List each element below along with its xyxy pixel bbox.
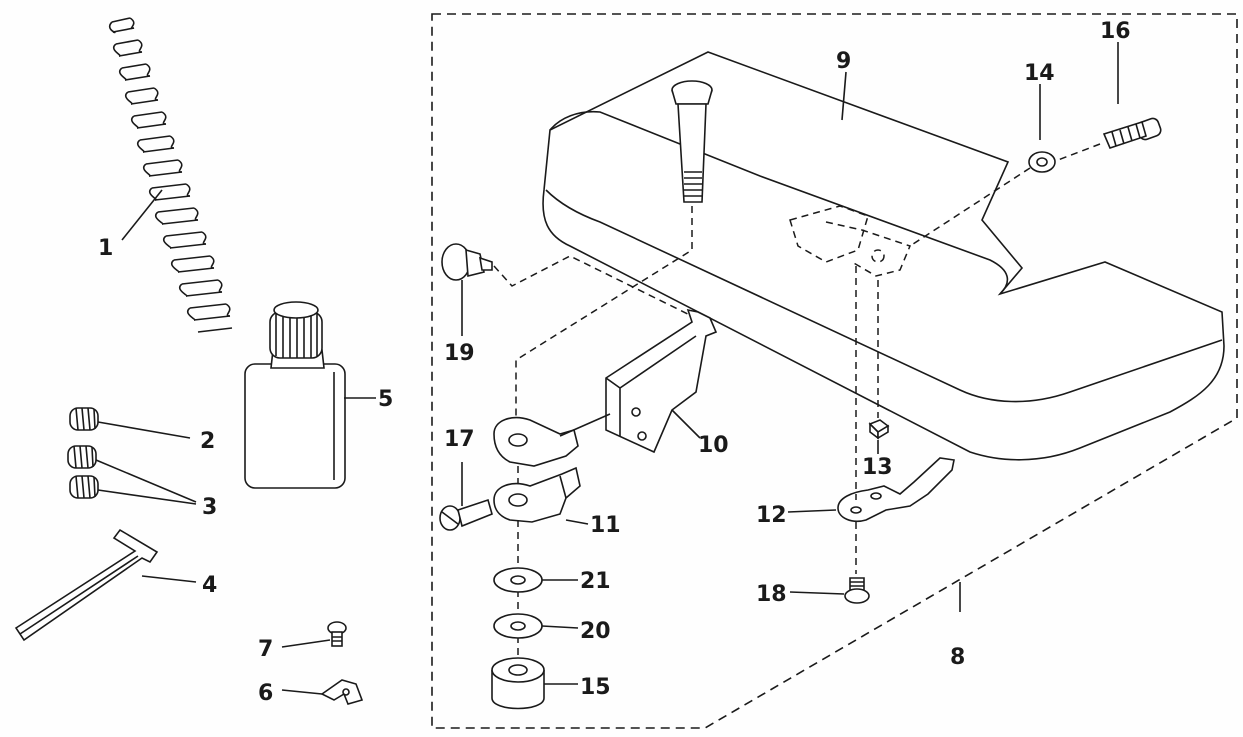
washer-21	[493, 567, 543, 593]
leader-3a	[95, 459, 197, 503]
link-plate-upper	[493, 416, 579, 467]
screw-16	[1102, 117, 1162, 149]
screw-17	[439, 498, 493, 531]
link-connector	[559, 413, 611, 437]
leader-20	[541, 625, 579, 629]
label-11: 11	[590, 513, 621, 538]
washer-20	[493, 613, 543, 639]
leader-11	[565, 519, 589, 525]
leader-3b	[97, 489, 197, 505]
label-13: 13	[862, 455, 893, 480]
axis-screw19-dash	[493, 255, 701, 321]
square-nut-13	[868, 419, 890, 440]
small-screw-7	[327, 621, 347, 647]
small-spring-3a	[67, 445, 97, 469]
small-spring-2	[69, 407, 99, 431]
pivot-post	[671, 80, 713, 203]
axis-screw16-dash	[909, 143, 1101, 247]
leader-6	[281, 689, 323, 695]
leader-10	[671, 409, 701, 439]
hidden-bracket-outline	[789, 205, 912, 277]
leader-2	[97, 421, 191, 439]
label-7: 7	[258, 637, 273, 662]
label-17: 17	[444, 427, 475, 452]
leader-4	[141, 575, 197, 583]
coil-spring	[108, 17, 233, 333]
label-2: 2	[200, 429, 215, 454]
label-19: 19	[444, 341, 475, 366]
label-21: 21	[580, 569, 611, 594]
label-12: 12	[756, 503, 787, 528]
label-8: 8	[950, 645, 965, 670]
label-9: 9	[836, 49, 851, 74]
leader-18	[789, 591, 845, 595]
bracket-10	[605, 308, 718, 454]
label-10: 10	[698, 433, 729, 458]
leader-7	[281, 639, 331, 648]
axis-post-dash	[515, 206, 693, 418]
label-5: 5	[378, 387, 393, 412]
label-16: 16	[1100, 19, 1131, 44]
nut-14	[1028, 151, 1056, 173]
leader-9	[841, 71, 847, 121]
oil-bottle	[244, 301, 346, 489]
label-20: 20	[580, 619, 611, 644]
hex-key	[14, 528, 159, 642]
label-1: 1	[98, 236, 113, 261]
clamp-12	[837, 457, 955, 523]
label-18: 18	[756, 582, 787, 607]
clip-6	[320, 679, 364, 705]
small-spring-3b	[69, 475, 99, 499]
label-3: 3	[202, 495, 217, 520]
screw-18	[844, 577, 870, 604]
leader-1	[121, 189, 163, 241]
label-4: 4	[202, 573, 217, 598]
screw-19	[441, 243, 493, 281]
collar-15	[491, 657, 545, 710]
label-6: 6	[258, 681, 273, 706]
label-14: 14	[1024, 61, 1055, 86]
link-plate-lower	[493, 466, 581, 523]
assembly-frame	[431, 13, 1238, 729]
leader-12	[787, 509, 837, 513]
label-15: 15	[580, 675, 611, 700]
